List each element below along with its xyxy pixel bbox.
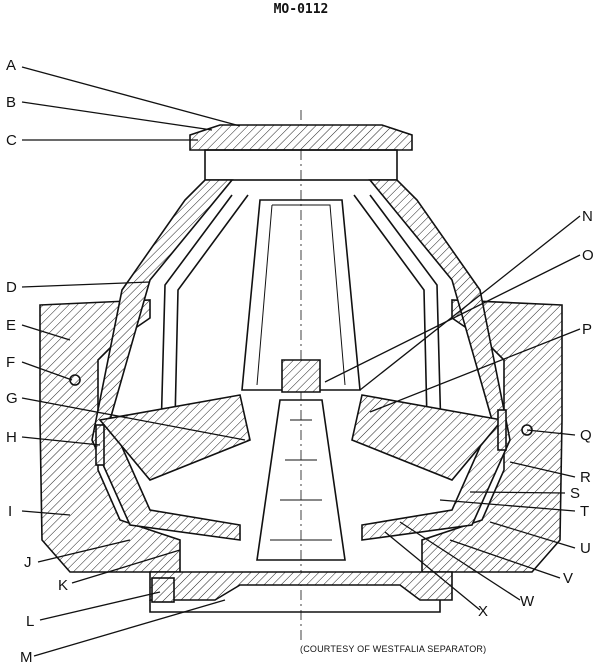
label-v: V [563, 570, 573, 587]
gasket-right [497, 409, 507, 451]
distributor-inner [256, 204, 346, 386]
label-f: F [6, 354, 15, 371]
label-w: W [520, 593, 535, 610]
bowl-top-cap [189, 124, 413, 151]
label-u: U [580, 540, 591, 557]
page-title: MO-0112 [273, 2, 329, 17]
label-j: J [24, 554, 32, 571]
label-i: I [8, 503, 12, 520]
spindle [256, 399, 346, 561]
bowl-wall-left [91, 179, 241, 541]
label-b: B [6, 94, 16, 111]
label-g: G [6, 390, 18, 407]
labels-right: N O P Q R S T U V W X [478, 208, 594, 620]
bowl-wall-right [361, 179, 511, 541]
label-m: M [20, 649, 33, 666]
label-h: H [6, 429, 17, 446]
bowl-bottom-left [98, 394, 251, 481]
label-c: C [6, 132, 17, 149]
label-p: P [582, 321, 592, 338]
label-s: S [570, 485, 580, 502]
base-foot [149, 600, 441, 613]
credit-note: (COURTESY OF WESTFALIA SEPARATOR) [300, 644, 487, 654]
label-r: R [580, 469, 591, 486]
bowl-bottom-right [351, 394, 504, 481]
label-t: T [580, 503, 589, 520]
label-l: L [26, 613, 34, 630]
label-o: O [582, 247, 594, 264]
label-d: D [6, 279, 17, 296]
label-n: N [582, 208, 593, 225]
spindle-inner [270, 419, 332, 541]
drain-plug [151, 577, 175, 603]
centre-nut [281, 359, 321, 393]
label-a: A [6, 57, 16, 74]
seal-ring-left [69, 374, 81, 386]
label-x: X [478, 603, 488, 620]
label-k: K [58, 577, 68, 594]
bowl-neck [204, 149, 398, 181]
labels-left: A B C D E F G H I J K L M [6, 57, 68, 666]
leader-lines [21, 66, 581, 657]
label-q: Q [580, 427, 592, 444]
label-e: E [6, 317, 16, 334]
frame-left [39, 299, 181, 573]
